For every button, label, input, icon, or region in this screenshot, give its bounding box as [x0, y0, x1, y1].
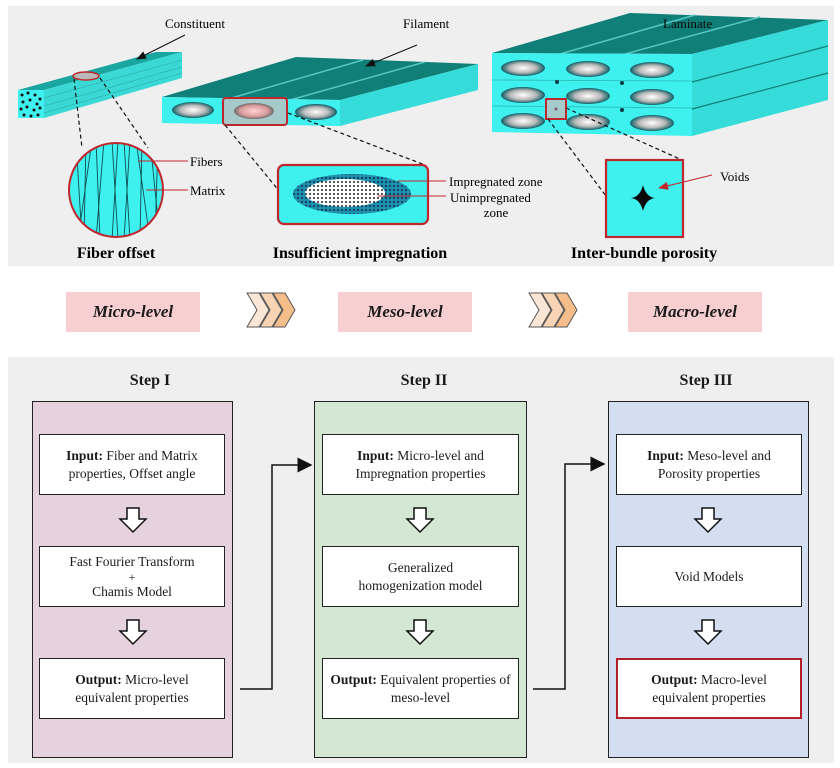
process-line: Void Models [674, 568, 744, 584]
chevron-icon [541, 292, 565, 328]
zoom-line [73, 78, 83, 149]
fibers-label: Fibers [190, 154, 223, 169]
zoom-line [224, 124, 281, 193]
voids-arrow [658, 174, 713, 190]
output-keyword: Output: [75, 671, 122, 687]
step-1-input-box: Input: Fiber and Matrix properties, Offs… [39, 434, 225, 495]
insufficient-impregnation-caption: Insufficient impregnation [273, 245, 447, 262]
step-3-input-text: Input: Meso-level and Porosity propertie… [623, 447, 795, 483]
constituent-bar [18, 52, 183, 118]
filament-arrow [365, 44, 418, 67]
void-zoom [604, 158, 685, 239]
unimpregnated-zone-label: Unimpregnated [450, 190, 531, 205]
input-keyword: Input: [357, 447, 394, 463]
level-macro-label: Macro-level [652, 302, 738, 321]
step-1-input-text: Input: Fiber and Matrix properties, Offs… [46, 447, 218, 483]
zoom-line [565, 107, 683, 161]
defects-illustration: Constituent Fibers Matrix Fiber offset [18, 13, 829, 262]
step-2-input-desc: Micro-level and Impregnation properties [355, 447, 486, 481]
impregnated-zone-label: Impregnated zone [449, 174, 543, 189]
step-2-process-box: Generalized homogenization model [322, 546, 519, 607]
step-1-input-desc: Fiber and Matrix properties, Offset angl… [68, 447, 198, 481]
filament-callout: Filament [403, 16, 450, 31]
filament-plate [162, 57, 478, 126]
step-3-output-box: Output: Macro-level equivalent propertie… [616, 658, 802, 719]
chevron-icon [272, 292, 296, 328]
step-2-output-text: Output: Equivalent properties of meso-le… [329, 671, 512, 707]
level-micro-label: Micro-level [92, 302, 174, 321]
step-1-panel: Input: Fiber and Matrix properties, Offs… [32, 401, 233, 758]
step-1-title: Step I [129, 372, 171, 389]
unimpregnated-zone-label-2: zone [484, 205, 509, 220]
level-macro: Macro-level [628, 292, 762, 332]
inter-bundle-porosity-caption: Inter-bundle porosity [571, 245, 717, 262]
step-3-input-desc: Meso-level and Porosity properties [657, 447, 771, 481]
step-3-panel: Input: Meso-level and Porosity propertie… [608, 401, 809, 758]
step-3-title: Step III [679, 372, 733, 389]
matrix-label: Matrix [190, 183, 226, 198]
constituent-callout: Constituent [165, 16, 225, 31]
zoom-line [547, 118, 607, 197]
step-3-output-desc: Macro-level equivalent properties [652, 671, 767, 705]
level-flow [246, 292, 578, 328]
chevron-icon [259, 292, 283, 328]
process-line: Generalized [387, 559, 454, 575]
chevron-icon [528, 292, 552, 328]
output-keyword: Output: [651, 671, 698, 687]
input-keyword: Input: [647, 447, 684, 463]
zoom-line [287, 112, 426, 166]
output-keyword: Output: [330, 671, 377, 687]
constituent-arrow [136, 34, 186, 60]
fiber-offset-caption: Fiber offset [77, 245, 156, 262]
step-3-process-box: Void Models [616, 546, 802, 607]
chevrons-meso-to-macro [528, 292, 578, 328]
step-2-input-box: Input: Micro-level and Impregnation prop… [322, 434, 519, 495]
fiber-end-dots [19, 91, 42, 118]
process-line: Chamis Model [92, 583, 172, 599]
step-2-output-box: Output: Equivalent properties of meso-le… [322, 658, 519, 719]
step-1-output-desc: Micro-level equivalent properties [75, 671, 189, 705]
level-meso-label: Meso-level [367, 302, 443, 321]
impregnation-zoom [276, 163, 430, 226]
step-1-output-text: Output: Micro-level equivalent propertie… [46, 671, 218, 707]
step-2-title: Step II [400, 372, 448, 389]
chevrons-micro-to-meso [246, 292, 296, 328]
laminate-callout: Laminate [663, 16, 712, 31]
zoom-line [99, 77, 149, 149]
process-line: + [128, 569, 136, 584]
laminate-block [491, 13, 829, 136]
level-micro: Micro-level [66, 292, 200, 332]
step-1-output-box: Output: Micro-level equivalent propertie… [39, 658, 225, 719]
step-2-output-desc: Equivalent properties of meso-level [376, 671, 511, 705]
step-3-input-box: Input: Meso-level and Porosity propertie… [616, 434, 802, 495]
step-2-input-text: Input: Micro-level and Impregnation prop… [329, 447, 512, 483]
chevron-icon [554, 292, 578, 328]
input-keyword: Input: [66, 447, 103, 463]
voids-label: Voids [720, 169, 749, 184]
step-1-process-box: Fast Fourier Transform + Chamis Model [39, 546, 225, 607]
process-line: Fast Fourier Transform [69, 553, 195, 569]
level-meso: Meso-level [338, 292, 472, 332]
step-2-panel: Input: Micro-level and Impregnation prop… [314, 401, 527, 758]
step-3-output-text: Output: Macro-level equivalent propertie… [624, 671, 794, 707]
process-line: homogenization model [358, 577, 483, 593]
chevron-icon [246, 292, 270, 328]
